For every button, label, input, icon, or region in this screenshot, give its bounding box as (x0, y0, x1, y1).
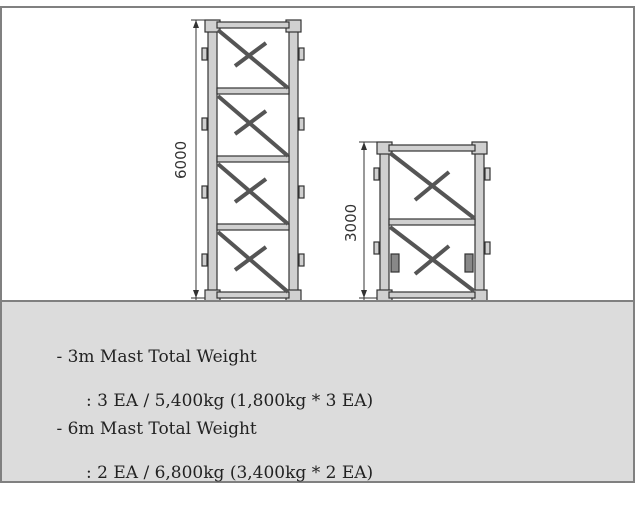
spec-3m-mast: - 3m Mast Total Weight : 3 EA / 5,400kg … (24, 324, 373, 456)
dimension-6m-label: 6000 (172, 141, 190, 179)
spec-3m-title: - 3m Mast Total Weight (56, 347, 257, 367)
spec-6m-title: - 6m Mast Total Weight (56, 419, 257, 439)
weight-specs: - 3m Mast Total Weight : 3 EA / 5,400kg … (2, 302, 633, 483)
mast-spec-panel: 6000 (0, 6, 635, 483)
dimension-6m: 6000 (172, 19, 207, 300)
spec-3m-detail: : 3 EA / 5,400kg (1,800kg * 3 EA) (86, 391, 374, 411)
mast-drawing-area: 6000 (2, 8, 633, 303)
mast-6m (201, 19, 305, 303)
dimension-3m: 3000 (342, 141, 377, 300)
mast-drawing: 6000 (172, 19, 491, 303)
dimension-3m-label: 3000 (342, 204, 360, 242)
spec-6m-detail: : 2 EA / 6,800kg (3,400kg * 2 EA) (86, 463, 374, 483)
mast-3m (373, 141, 491, 303)
spec-6m-mast: - 6m Mast Total Weight : 2 EA / 6,800kg … (24, 396, 373, 528)
